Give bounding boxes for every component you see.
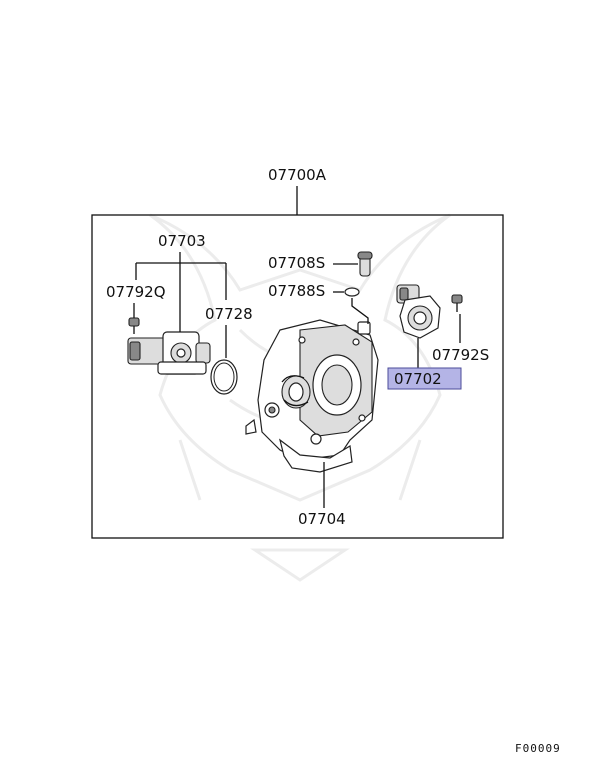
highlight-07702	[387, 367, 462, 390]
throttle-position-sensor-illustration	[396, 284, 441, 339]
leader-07703	[135, 252, 227, 332]
label-07703[interactable]: 07703	[158, 232, 206, 250]
label-07708s[interactable]: 07708S	[268, 254, 325, 272]
screw-07792s-illustration	[451, 294, 463, 312]
figure-code: F00009	[515, 742, 561, 755]
nipple-07708s-illustration	[357, 251, 373, 277]
label-07792q[interactable]: 07792Q	[106, 283, 166, 301]
throttle-body-illustration	[245, 319, 379, 473]
label-07700a[interactable]: 07700A	[268, 166, 327, 184]
label-07792s[interactable]: 07792S	[432, 346, 489, 364]
label-07788s[interactable]: 07788S	[268, 282, 325, 300]
isc-valve-illustration	[127, 331, 211, 375]
o-ring-07788s-illustration	[344, 287, 360, 297]
label-07704[interactable]: 07704	[298, 510, 346, 528]
o-ring-07728-illustration	[210, 359, 238, 395]
leader-07788s-to-body	[351, 298, 369, 324]
screw-07792q-illustration	[128, 317, 140, 334]
label-07728[interactable]: 07728	[205, 305, 253, 323]
label-07702[interactable]: 07702	[394, 370, 442, 388]
